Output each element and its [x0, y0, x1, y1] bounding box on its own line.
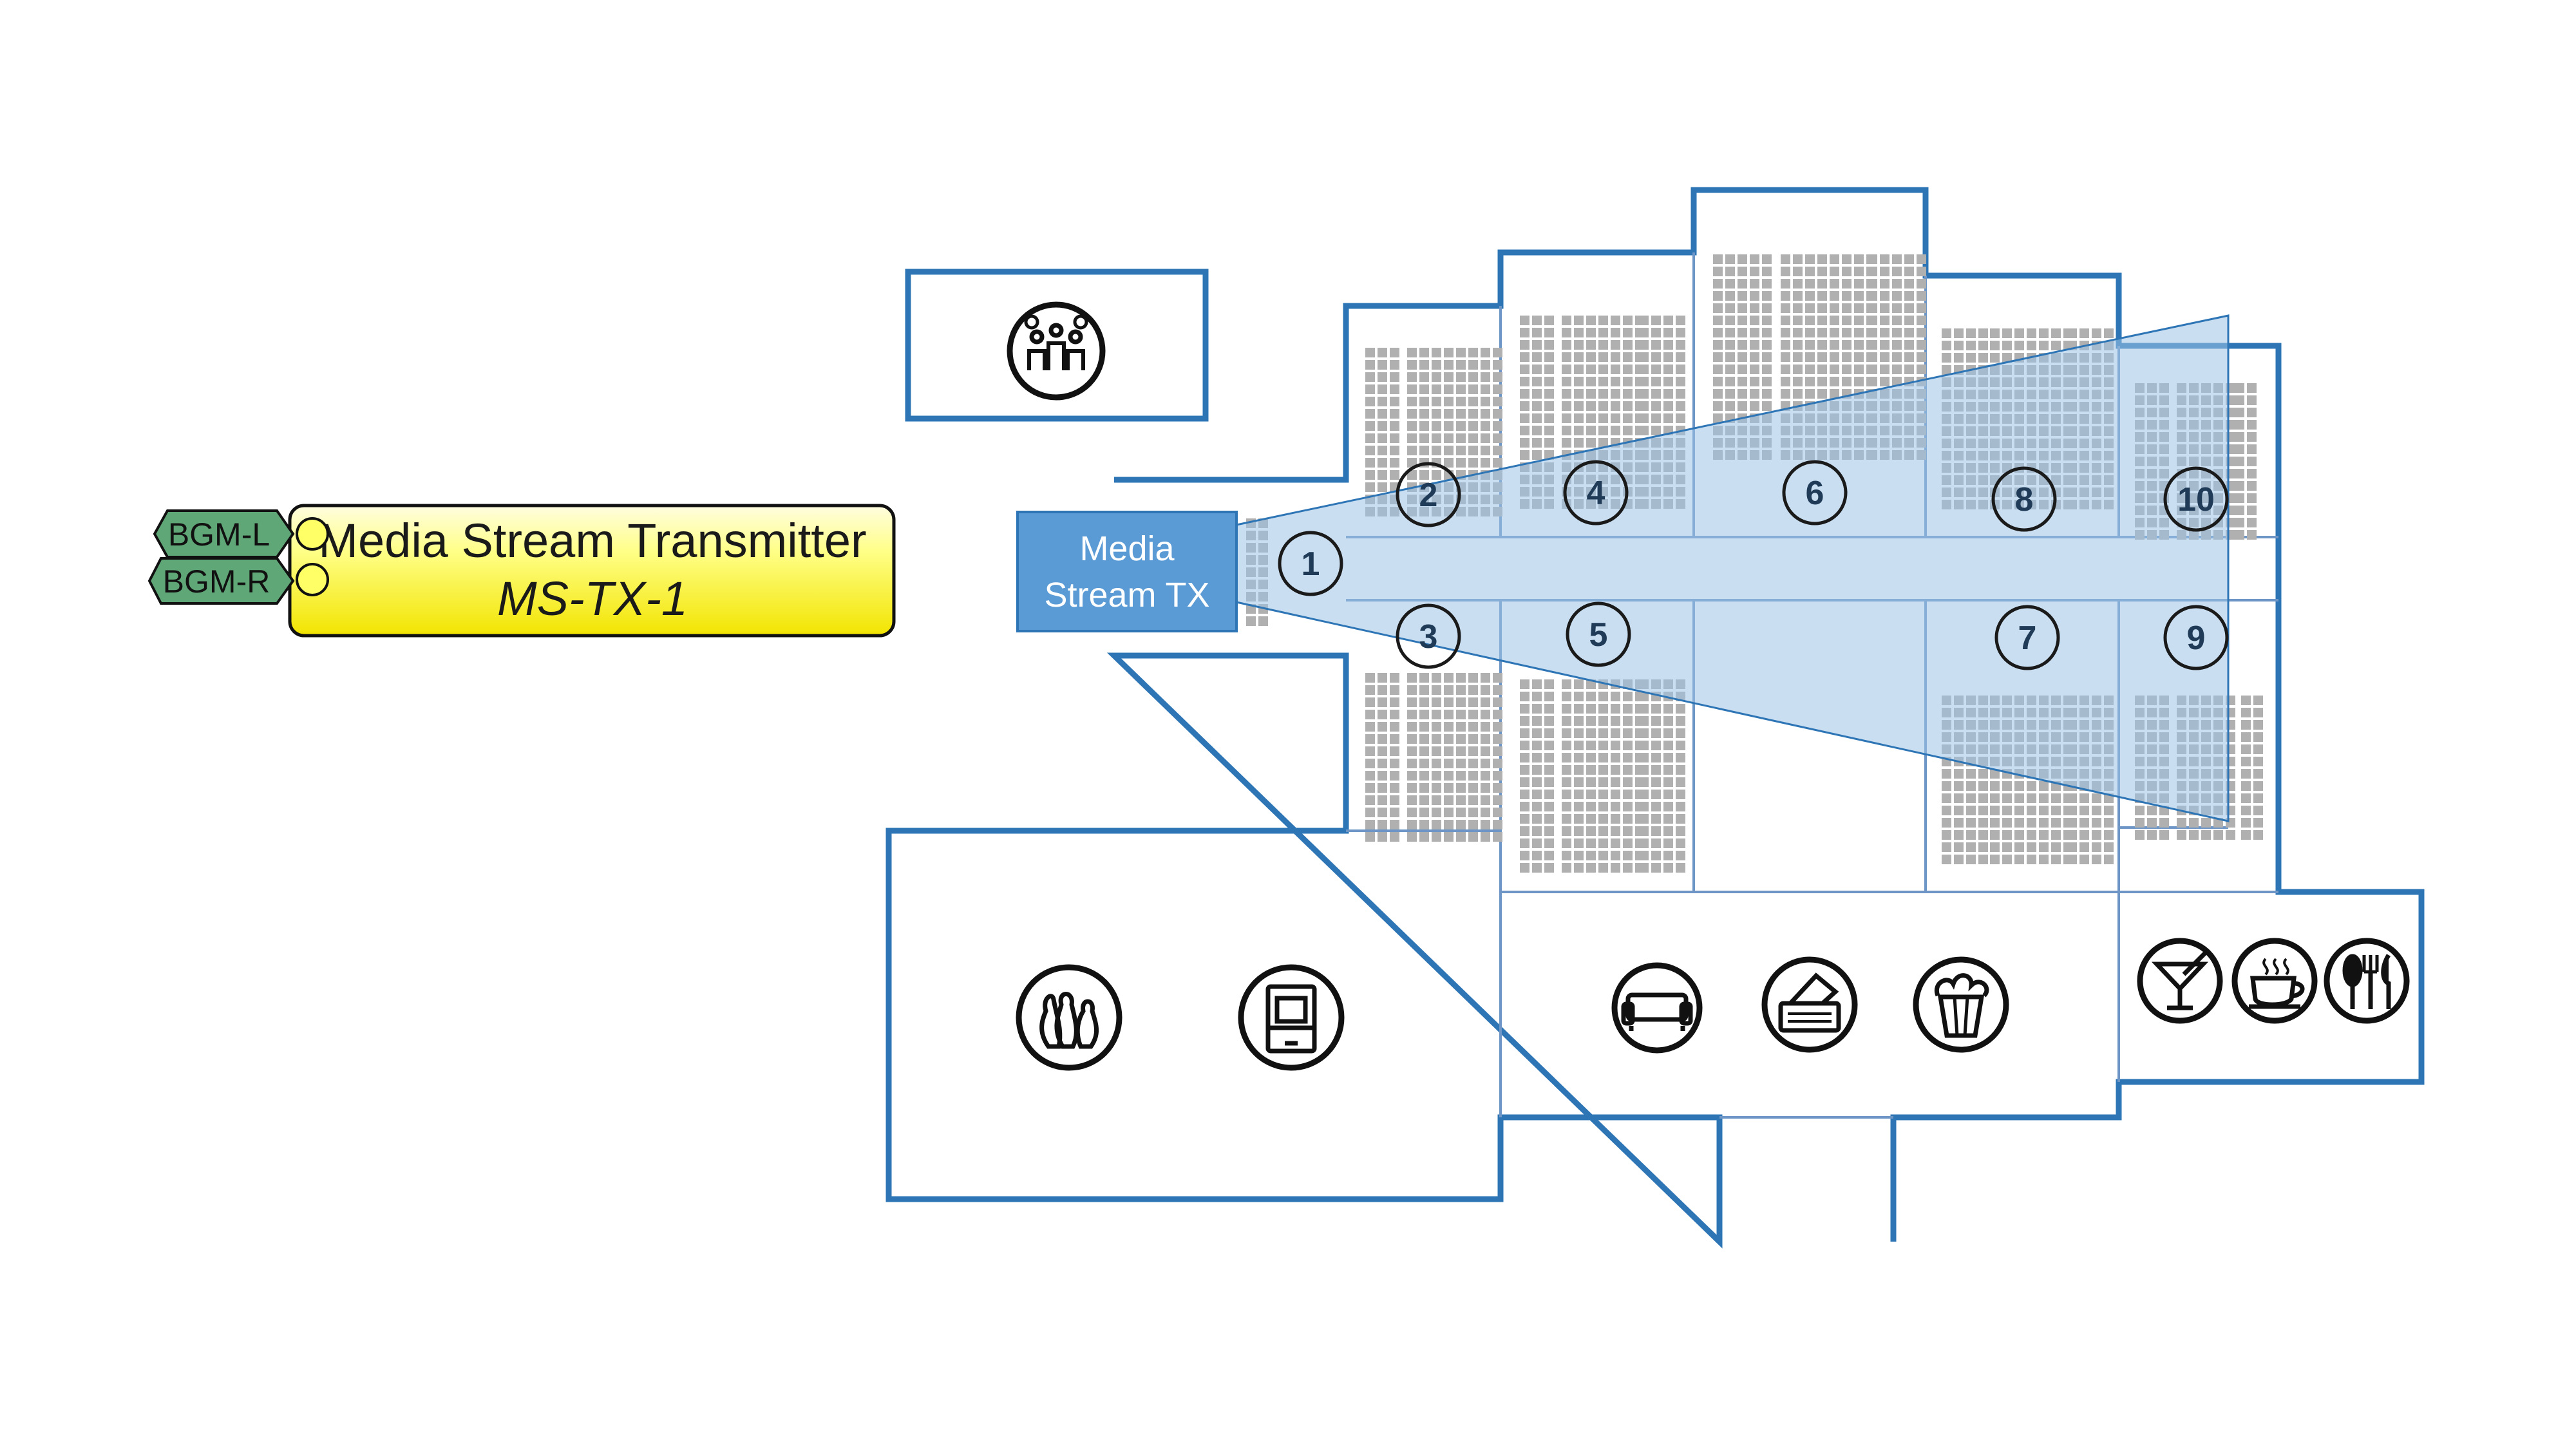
party-room — [905, 269, 1209, 422]
zone-markers: 1 2 3 4 5 6 7 8 — [1278, 460, 2229, 670]
zone-marker[interactable]: 5 — [1566, 601, 1631, 667]
zone-label: 10 — [2177, 481, 2215, 518]
zone-label: 2 — [1419, 477, 1438, 514]
bowling-pins-icon[interactable] — [1016, 964, 1122, 1071]
input-badge-bgm-l[interactable]: BGM-L — [153, 509, 295, 558]
zone-label: 8 — [2015, 481, 2034, 518]
ticket-booth-icon[interactable] — [1761, 956, 1858, 1053]
restaurant-cutlery-icon[interactable] — [2324, 938, 2410, 1024]
zone-marker[interactable]: 3 — [1396, 603, 1461, 669]
party-people-icon[interactable] — [1007, 301, 1106, 401]
tx-box-line1: Media — [1079, 529, 1175, 568]
zone-marker[interactable]: 4 — [1563, 460, 1629, 526]
zone-label: 5 — [1589, 616, 1608, 654]
tx-box-line2: Stream TX — [1044, 576, 1209, 614]
zone-marker[interactable]: 2 — [1396, 462, 1461, 527]
input-label: BGM-R — [163, 564, 270, 600]
popcorn-icon[interactable] — [1913, 956, 2009, 1053]
amenity-icons — [1007, 301, 2410, 1071]
transmitter-block[interactable]: Media Stream Transmitter MS-TX-1 — [288, 504, 896, 638]
zone-label: 4 — [1587, 475, 1605, 512]
zone-marker[interactable]: 9 — [2163, 605, 2229, 670]
zone-marker[interactable]: 1 — [1278, 531, 1343, 596]
arcade-machine-icon[interactable] — [1238, 964, 1345, 1071]
zone-marker[interactable]: 6 — [1782, 460, 1848, 526]
transmitter-title: Media Stream Transmitter — [318, 514, 866, 567]
zone-label: 9 — [2187, 620, 2206, 657]
zone-marker[interactable]: 8 — [1991, 466, 2057, 532]
sofa-icon[interactable] — [1611, 962, 1703, 1054]
zone-marker[interactable]: 7 — [1994, 605, 2060, 670]
zone-label: 6 — [1806, 475, 1824, 512]
zone-label: 1 — [1302, 545, 1320, 583]
transmitter-subtitle: MS-TX-1 — [497, 572, 688, 625]
input-label: BGM-L — [168, 516, 270, 553]
media-stream-tx-box[interactable]: Media Stream TX — [1016, 511, 1238, 632]
zone-label: 3 — [1419, 618, 1438, 656]
coffee-cup-icon[interactable] — [2231, 938, 2318, 1024]
input-port-bgm-l[interactable] — [296, 517, 329, 551]
zone-label: 7 — [2018, 620, 2037, 657]
input-badge-bgm-r[interactable]: BGM-R — [147, 557, 295, 605]
input-port-bgm-r[interactable] — [296, 563, 329, 596]
zone-marker[interactable]: 10 — [2163, 466, 2229, 532]
cocktail-icon[interactable] — [2137, 938, 2223, 1024]
